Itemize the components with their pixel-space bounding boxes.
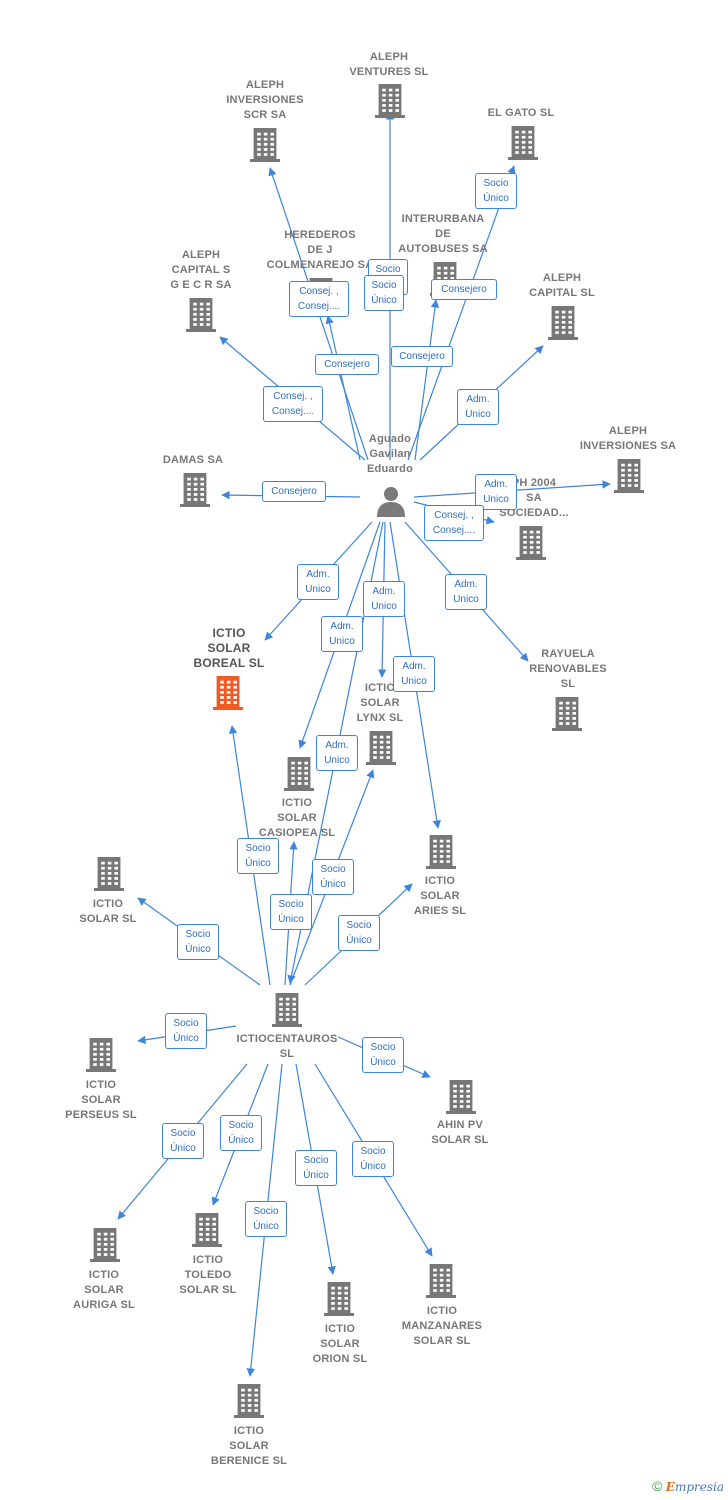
company-label-ictio-solar[interactable]: ICTIO SOLAR SL xyxy=(79,898,137,925)
relation-badge-r-c-boreal[interactable]: Socio Único xyxy=(237,838,279,874)
building-icon[interactable] xyxy=(426,835,456,874)
company-label-ictio-solar-orion[interactable]: ICTIO SOLAR ORION SL xyxy=(312,1323,368,1365)
relation-badge-r-c-aries[interactable]: Socio Único xyxy=(338,915,380,951)
relation-badge-r-inversiones-sa[interactable]: Adm. Unico xyxy=(475,474,517,510)
relation-badge-r-c-orion[interactable]: Socio Único xyxy=(295,1150,337,1186)
relation-badge-r-boreal[interactable]: Adm. Unico xyxy=(297,564,339,600)
company-label-ictio-solar-boreal[interactable]: ICTIO SOLAR BOREAL SL xyxy=(193,626,265,670)
relation-badge-r-c-manzanares[interactable]: Socio Único xyxy=(352,1141,394,1177)
copyright-icon: © xyxy=(652,1478,663,1494)
relation-badge-r-sgecr[interactable]: Consej. , Consej.... xyxy=(263,386,323,422)
building-icon[interactable] xyxy=(180,473,210,512)
building-icon[interactable] xyxy=(234,1384,264,1423)
relation-badge-r-c-berenice[interactable]: Socio Único xyxy=(245,1201,287,1237)
company-label-ictio-manzanares[interactable]: ICTIO MANZANARES SOLAR SL xyxy=(401,1305,483,1347)
building-icon[interactable] xyxy=(516,526,546,565)
relation-badge-r-rayuela[interactable]: Adm. Unico xyxy=(445,574,487,610)
building-icon[interactable] xyxy=(614,459,644,498)
edge-line xyxy=(407,165,516,461)
building-icon[interactable] xyxy=(426,1264,456,1303)
building-icon[interactable] xyxy=(213,676,243,715)
relation-badge-r-c-lynx[interactable]: Socio Único xyxy=(312,859,354,895)
building-icon[interactable] xyxy=(446,1080,476,1119)
relation-badge-r-damas[interactable]: Consejero xyxy=(262,481,326,502)
building-icon[interactable] xyxy=(284,757,314,796)
company-label-ictio-solar-perseus[interactable]: ICTIO SOLAR PERSEUS SL xyxy=(65,1079,137,1121)
relation-badge-r-ventures[interactable]: Socio Único xyxy=(364,275,404,311)
building-icon[interactable] xyxy=(552,697,582,736)
relation-badge-r-casiopea[interactable]: Adm. Unico xyxy=(321,616,363,652)
relation-badge-r-herederos2[interactable]: Consejero xyxy=(315,354,379,375)
building-icon[interactable] xyxy=(192,1213,222,1252)
company-label-aleph-inversiones-scr[interactable]: ALEPH INVERSIONES SCR SA xyxy=(226,79,304,121)
relation-badge-r-c-ahin[interactable]: Socio Único xyxy=(362,1037,404,1073)
relation-badge-r-c-casiopea[interactable]: Socio Único xyxy=(270,894,312,930)
company-label-herederos[interactable]: HEREDEROS DE J COLMENAREJO SA xyxy=(266,229,374,271)
empresia-footer: © Empresia xyxy=(652,1478,724,1494)
empresia-logo: Empresia xyxy=(665,1480,724,1494)
company-label-aleph-capital-sgecr[interactable]: ALEPH CAPITAL S G E C R SA xyxy=(170,249,232,291)
relation-badge-r-aries[interactable]: Adm. Unico xyxy=(393,656,435,692)
company-label-ahin-pv[interactable]: AHIN PV SOLAR SL xyxy=(431,1119,489,1146)
company-label-ictio-solar-casiopea[interactable]: ICTIO SOLAR CASIOPEA SL xyxy=(258,797,336,839)
building-icon[interactable] xyxy=(94,857,124,896)
building-icon[interactable] xyxy=(186,298,216,337)
relation-badge-r-c-auriga[interactable]: Socio Único xyxy=(162,1123,204,1159)
relation-badge-r-c-toledo[interactable]: Socio Único xyxy=(220,1115,262,1151)
company-label-aleph-inversiones-sa[interactable]: ALEPH INVERSIONES SA xyxy=(579,425,677,452)
building-icon[interactable] xyxy=(548,306,578,345)
building-icon[interactable] xyxy=(324,1282,354,1321)
company-label-ictio-solar-berenice[interactable]: ICTIO SOLAR BERENICE SL xyxy=(210,1425,288,1467)
company-label-ictio-toledo[interactable]: ICTIO TOLEDO SOLAR SL xyxy=(179,1254,237,1296)
relation-badge-r-c-perseus[interactable]: Socio Único xyxy=(165,1013,207,1049)
building-icon[interactable] xyxy=(508,126,538,165)
person-name-label[interactable]: Aguado Gavilan Eduardo xyxy=(366,433,413,475)
building-icon[interactable] xyxy=(86,1038,116,1077)
building-icon[interactable] xyxy=(250,128,280,167)
relation-badge-r-centauros[interactable]: Adm. Unico xyxy=(316,735,358,771)
company-label-ictio-solar-auriga[interactable]: ICTIO SOLAR AURIGA SL xyxy=(73,1269,135,1311)
company-label-interurbana[interactable]: INTERURBANA DE AUTOBUSES SA xyxy=(398,213,488,255)
edge-line xyxy=(414,299,440,461)
relation-badge-r-herederos[interactable]: Consej. , Consej.... xyxy=(289,281,349,317)
company-label-ictio-solar-lynx[interactable]: ICTIO SOLAR LYNX SL xyxy=(356,682,404,724)
relation-badge-r-interurbana2[interactable]: Consejero xyxy=(391,346,453,367)
edge-line xyxy=(325,315,361,461)
building-icon[interactable] xyxy=(366,731,396,770)
company-label-aleph-capital-sl[interactable]: ALEPH CAPITAL SL xyxy=(529,272,595,299)
relation-badge-r-elgato[interactable]: Socio Único xyxy=(475,173,517,209)
company-label-aleph-2004[interactable]: PH 2004 SA SOCIEDAD... xyxy=(499,477,569,519)
relation-badge-r-interurbana[interactable]: Consejero xyxy=(431,279,497,300)
company-label-el-gato[interactable]: EL GATO SL xyxy=(487,107,555,119)
relation-badge-r-c-ictio-solar[interactable]: Socio Único xyxy=(177,924,219,960)
company-label-aleph-ventures[interactable]: ALEPH VENTURES SL xyxy=(349,51,429,78)
company-label-rayuela[interactable]: RAYUELA RENOVABLES SL xyxy=(529,648,607,690)
company-label-ictio-solar-aries[interactable]: ICTIO SOLAR ARIES SL xyxy=(413,875,467,917)
person-icon[interactable] xyxy=(376,485,406,517)
company-label-ictiocentauros[interactable]: ICTIOCENTAUROS SL xyxy=(236,1033,338,1060)
relation-badge-r-capital-sl[interactable]: Adm. Unico xyxy=(457,389,499,425)
relation-badge-r-aleph2004[interactable]: Consej. , Consej.... xyxy=(424,505,484,541)
building-icon[interactable] xyxy=(375,84,405,123)
relation-badge-r-lynx[interactable]: Adm. Unico xyxy=(363,581,405,617)
company-label-damas[interactable]: DAMAS SA xyxy=(162,454,224,466)
building-icon[interactable] xyxy=(272,993,302,1032)
building-icon[interactable] xyxy=(90,1228,120,1267)
